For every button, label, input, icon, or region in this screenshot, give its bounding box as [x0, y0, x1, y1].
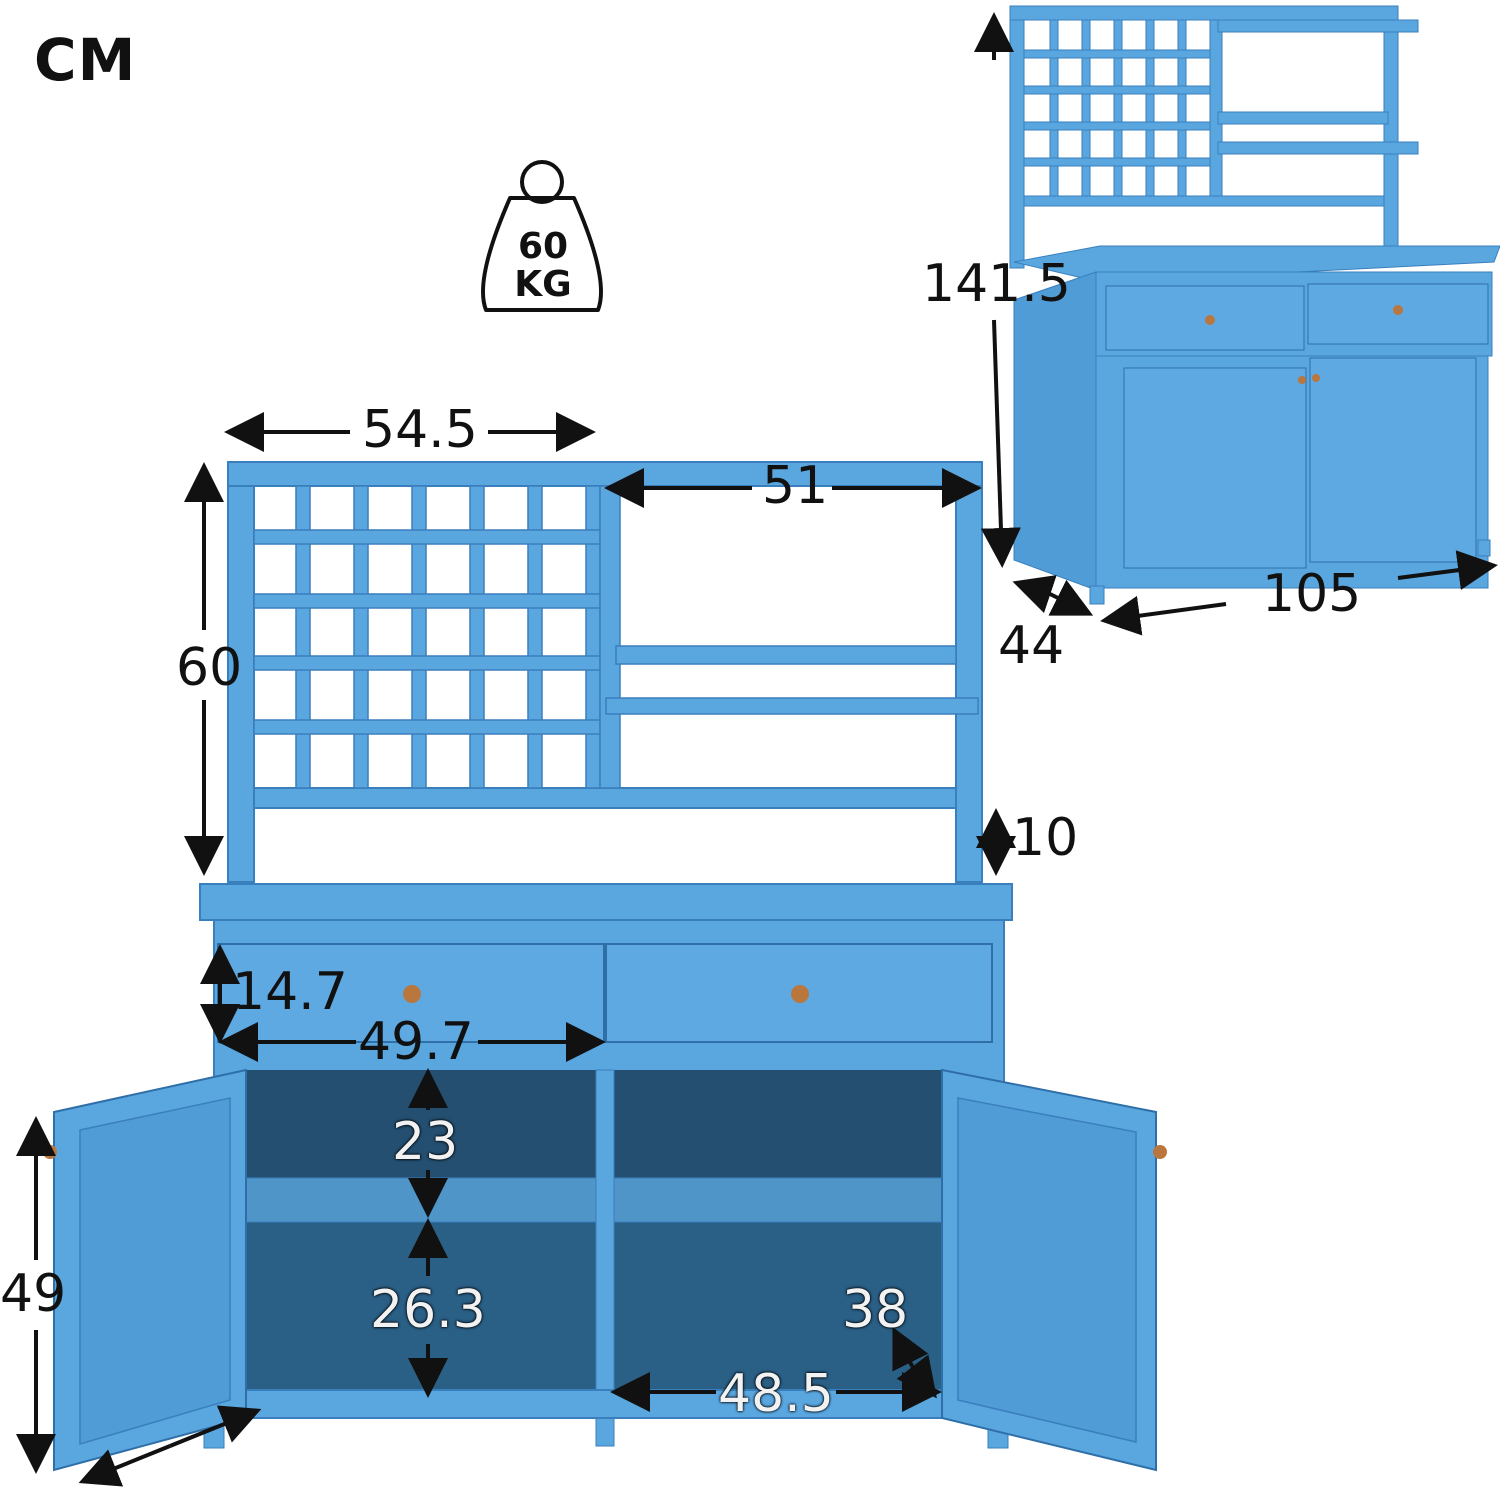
dim-cabinet-depth: 38: [842, 1280, 909, 1340]
weight-value: 60: [517, 226, 569, 267]
weight-capacity: 60 KG: [478, 228, 608, 304]
dim-cabinet-width: 48.5: [718, 1364, 834, 1424]
dim-shelf-width: 51: [762, 456, 829, 516]
weight-unit: KG: [514, 264, 572, 305]
unit-label: CM: [34, 26, 137, 94]
dim-overall-width: 105: [1262, 564, 1362, 624]
potting-bench-angle-view: [1009, 5, 1500, 605]
dim-drawer-height: 14.7: [232, 962, 348, 1022]
dim-depth: 44: [998, 616, 1065, 676]
dim-hutch-width: 54.5: [362, 400, 478, 460]
trellis-grid: [253, 485, 601, 789]
weight-icon: [481, 160, 603, 312]
dim-hutch-height: 60: [176, 638, 243, 698]
potting-bench-front-view: [43, 461, 1167, 1472]
dim-upper-compartment: 23: [392, 1112, 459, 1172]
dim-gap: 10: [1012, 808, 1079, 868]
dimension-arrows: [15, 12, 1498, 1487]
dim-lower-compartment: 26.3: [370, 1280, 486, 1340]
dim-drawer-width: 49.7: [358, 1012, 474, 1072]
dim-overall-height: 141.5: [922, 254, 1071, 314]
dim-cabinet-height: 49: [0, 1264, 67, 1324]
